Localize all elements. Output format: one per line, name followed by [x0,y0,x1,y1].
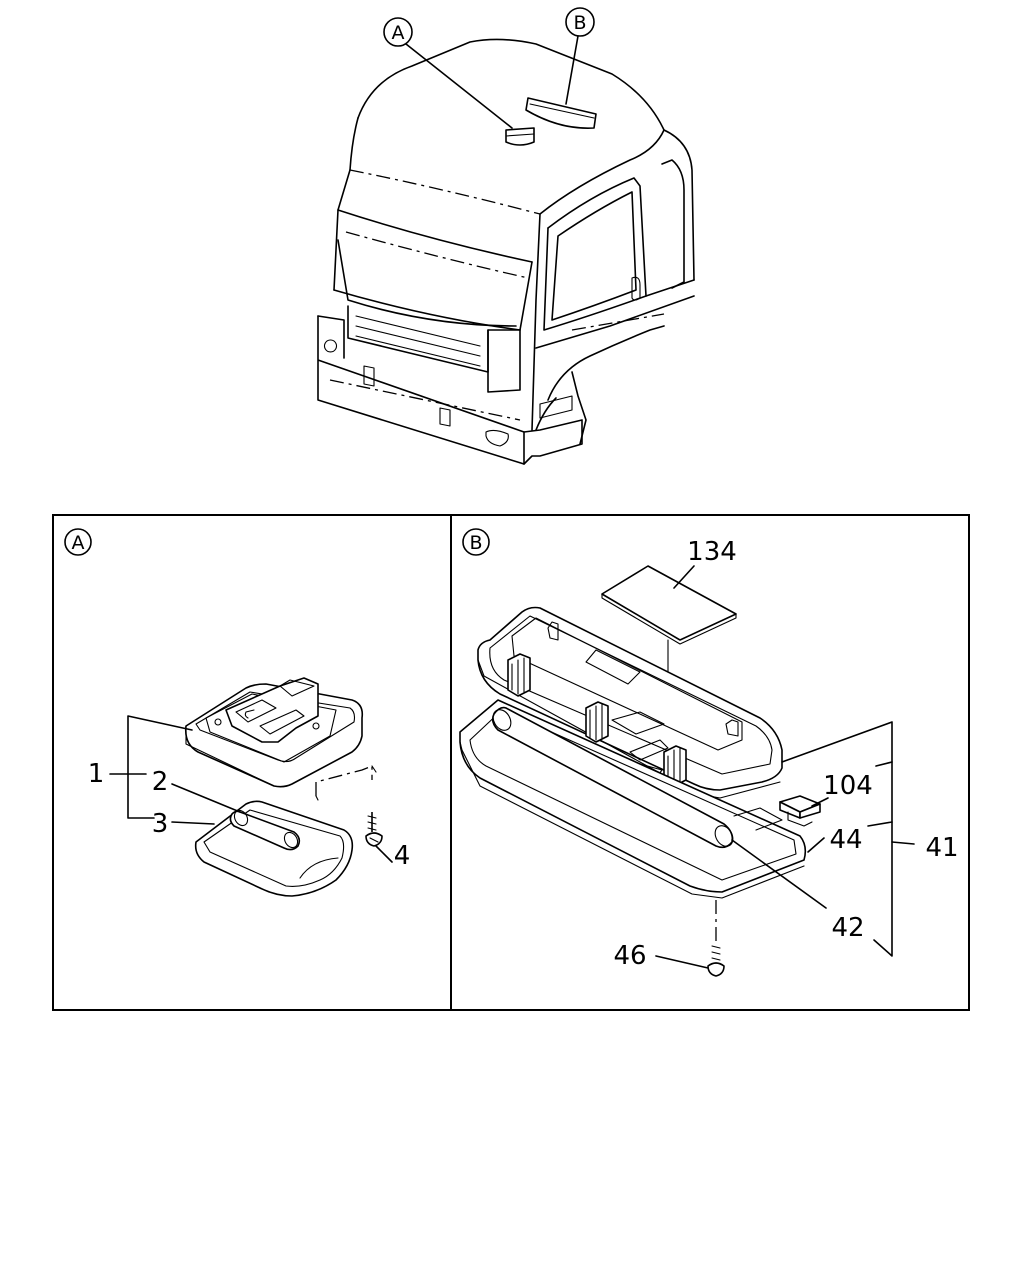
overview-callout-b: B [565,7,595,105]
part-2-label: 2 [152,767,169,797]
detail-b-label: B [469,532,482,554]
part-3-label: 3 [152,809,169,839]
lamp-switch [779,795,821,827]
screw-icon [365,812,383,847]
overview-callout-a-label: A [392,22,405,44]
roof-lamp-b-marker [525,97,597,129]
room-lamp-housing [477,606,783,799]
part-1-label: 1 [88,759,105,789]
insulator-pad [601,565,737,641]
part-44-label: 44 [829,825,862,855]
detail-a-label: A [72,532,85,554]
roof-lamp-a-marker [505,127,535,146]
screw-icon [707,900,725,977]
bracket-41 [781,721,893,957]
detail-b-panel: B 134 [459,528,959,977]
part-4-label: 4 [394,841,411,871]
dome-lamp-lens [194,800,354,897]
detail-a-panel: A [64,528,411,897]
festoon-bulb [229,809,301,851]
part-42-label: 42 [831,913,864,943]
fluorescent-tube [491,706,783,849]
overview-callout-a: A [383,17,513,129]
bracket-1 [127,715,193,819]
part-104-label: 104 [823,771,873,801]
part-46-label: 46 [613,941,646,971]
dome-lamp-housing [184,677,364,788]
part-41-label: 41 [925,833,958,863]
detail-frame [52,514,970,1011]
part-134-label: 134 [687,537,737,567]
truck-cab-illustration [317,38,695,465]
overview-callout-b-label: B [573,12,586,34]
